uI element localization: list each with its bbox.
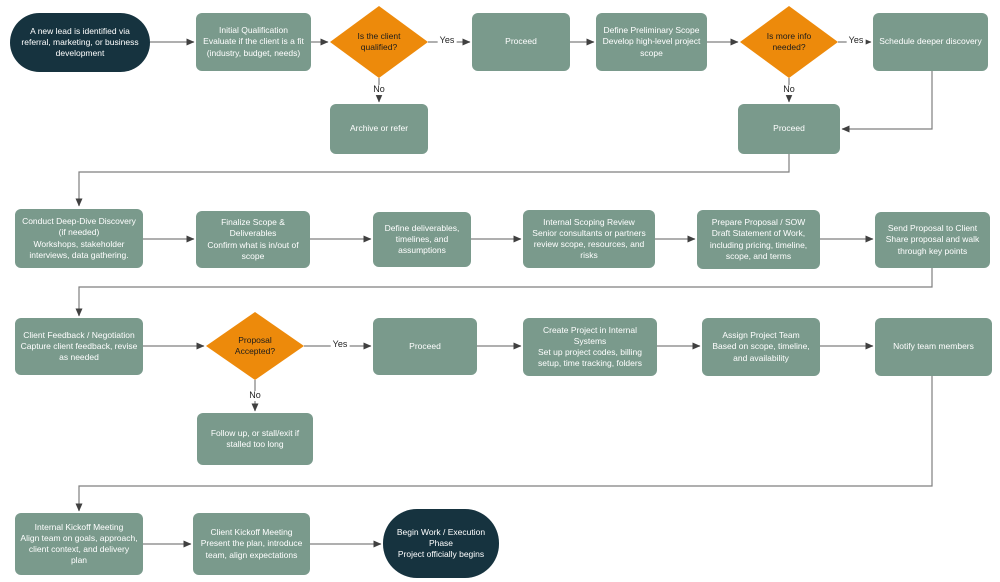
client-kickoff-step: Client Kickoff Meeting Present the plan,…: [193, 513, 310, 575]
create-project-step: Create Project in Internal Systems Set u…: [523, 318, 657, 376]
decision-client-qualified-label: Is the client qualified?: [357, 30, 401, 52]
assign-team-step: Assign Project Team Based on scope, time…: [702, 318, 820, 376]
decision-more-info-label: Is more info needed?: [766, 30, 812, 52]
follow-up-label: Follow up, or stall/exit if stalled too …: [210, 427, 300, 449]
internal-kickoff-step: Internal Kickoff Meeting Align team on g…: [15, 513, 143, 575]
end-terminator: Begin Work / Execution Phase Project off…: [383, 509, 499, 578]
proceed-step-3: Proceed: [373, 318, 477, 375]
schedule-discovery-label: Schedule deeper discovery: [879, 36, 982, 47]
client-feedback-label: Client Feedback / Negotiation Capture cl…: [20, 329, 138, 363]
notify-team-step: Notify team members: [875, 318, 992, 376]
define-deliverables-step: Define deliverables, timelines, and assu…: [373, 212, 471, 267]
decision-proposal-accepted-label: Proposal Accepted?: [234, 334, 276, 356]
client-feedback-step: Client Feedback / Negotiation Capture cl…: [15, 318, 143, 375]
prepare-proposal-step: Prepare Proposal / SOW Draft Statement o…: [697, 210, 820, 269]
prepare-proposal-label: Prepare Proposal / SOW Draft Statement o…: [709, 217, 808, 261]
edge-label-no-qualified: No: [371, 84, 387, 95]
archive-or-refer-step: Archive or refer: [330, 104, 428, 154]
send-proposal-step: Send Proposal to Client Share proposal a…: [875, 212, 990, 268]
edge-label-no-accepted: No: [247, 390, 263, 401]
define-deliverables-label: Define deliverables, timelines, and assu…: [384, 222, 460, 256]
define-preliminary-scope-step: Define Preliminary Scope Develop high-le…: [596, 13, 707, 71]
send-proposal-label: Send Proposal to Client Share proposal a…: [885, 223, 980, 256]
decision-more-info-needed: Is more info needed?: [740, 6, 838, 78]
archive-or-refer-label: Archive or refer: [349, 123, 409, 134]
decision-proposal-accepted: Proposal Accepted?: [206, 312, 304, 380]
edge-label-yes-accepted: Yes: [330, 339, 350, 350]
edge-label-no-more-info: No: [781, 84, 797, 95]
edge-label-yes-qualified: Yes: [437, 35, 457, 46]
define-preliminary-scope-label: Define Preliminary Scope Develop high-le…: [602, 25, 701, 58]
finalize-scope-step: Finalize Scope & Deliverables Confirm wh…: [196, 211, 310, 268]
initial-qualification-step: Initial Qualification Evaluate if the cl…: [196, 13, 311, 71]
finalize-scope-label: Finalize Scope & Deliverables Confirm wh…: [207, 217, 299, 261]
proceed-2-label: Proceed: [773, 123, 805, 134]
start-label: A new lead is identified via referral, m…: [21, 25, 139, 59]
proceed-1-label: Proceed: [505, 36, 537, 47]
assign-team-label: Assign Project Team Based on scope, time…: [712, 330, 810, 363]
follow-up-step: Follow up, or stall/exit if stalled too …: [197, 413, 313, 465]
edge-send-to-feedback: [75, 268, 933, 317]
schedule-discovery-step: Schedule deeper discovery: [873, 13, 988, 71]
diamond-shape-icon: [206, 312, 304, 380]
proceed-3-label: Proceed: [409, 340, 441, 351]
conduct-deep-dive-label: Conduct Deep-Dive Discovery (if needed) …: [22, 216, 136, 260]
internal-scoping-review-step: Internal Scoping Review Senior consultan…: [523, 210, 655, 268]
conduct-deep-dive-step: Conduct Deep-Dive Discovery (if needed) …: [15, 209, 143, 268]
internal-scoping-review-label: Internal Scoping Review Senior consultan…: [532, 216, 646, 261]
diamond-shape-icon: [740, 6, 838, 78]
end-label: Begin Work / Execution Phase Project off…: [396, 526, 486, 560]
initial-qualification-label: Initial Qualification Evaluate if the cl…: [203, 25, 304, 58]
decision-client-qualified: Is the client qualified?: [330, 6, 428, 78]
internal-kickoff-label: Internal Kickoff Meeting Align team on g…: [20, 521, 138, 566]
edge-schedule-to-proceed2: [841, 71, 933, 133]
start-terminator: A new lead is identified via referral, m…: [10, 13, 150, 72]
notify-team-label: Notify team members: [893, 341, 974, 352]
diamond-shape-icon: [330, 6, 428, 78]
edge-proceed2-to-deep-dive: [75, 154, 790, 207]
proceed-step-2: Proceed: [738, 104, 840, 154]
client-kickoff-label: Client Kickoff Meeting Present the plan,…: [200, 527, 303, 560]
create-project-label: Create Project in Internal Systems Set u…: [538, 324, 642, 369]
proceed-step-1: Proceed: [472, 13, 570, 71]
edge-label-yes-more-info: Yes: [846, 35, 866, 46]
